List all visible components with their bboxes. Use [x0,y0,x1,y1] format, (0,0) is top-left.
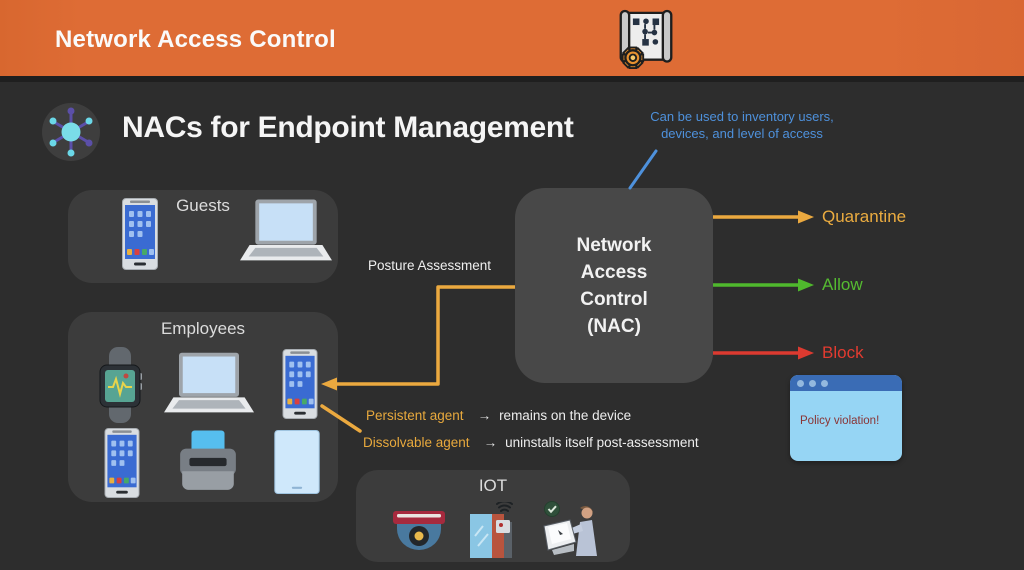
laptop-icon [164,352,254,420]
nac-line: Control [580,288,648,310]
security-camera-icon [392,508,446,556]
allow-label: Allow [822,275,863,294]
smartphone-icon [122,196,158,272]
dissolvable-agent-row: Dissolvable agent → uninstalls itself po… [363,435,699,450]
window-dot [809,379,816,387]
smartphone-icon [104,428,140,498]
employees-label: Employees [160,319,246,338]
printer-icon [178,430,238,494]
arrow-glyph: → [477,408,492,423]
window-dot [797,379,804,387]
page-title: NACs for Endpoint Management [122,111,574,144]
persistent-agent-name: Persistent agent [366,408,464,423]
nac-line: (NAC) [587,315,641,337]
quarantine-label: Quarantine [822,207,907,226]
kiosk-person-icon [540,500,598,558]
guests-group: Guests [68,190,338,283]
iot-group: IOT [356,470,630,562]
nac-node: Network Access Control (NAC) [515,188,713,383]
network-hub-icon [42,103,100,161]
posture-connector [337,285,515,386]
blueprint-gear-icon [617,7,675,73]
block-label: Block [822,343,864,362]
header-bar: Network Access Control [0,0,1024,82]
iot-label: IOT [478,476,508,495]
arrow-glyph: → [483,435,498,450]
smartphone-icon [282,349,318,419]
nac-line: Network [576,234,652,256]
annotation-line [628,149,658,190]
window-dot [821,379,828,387]
dissolvable-agent-desc: uninstalls itself post-assessment [505,435,699,450]
header-title: Network Access Control [55,26,336,53]
window-titlebar [790,375,902,391]
policy-violation-text: Policy violation! [800,415,880,427]
policy-violation-window: Policy violation! [790,375,902,461]
persistent-agent-desc: remains on the device [499,408,632,423]
smart-door-icon [468,500,514,558]
inventory-annotation: Can be used to inventory users, devices,… [650,109,834,141]
laptop-icon [240,199,332,274]
nac-line: Access [580,261,648,283]
guests-label: Guests [176,196,230,215]
tablet-icon [274,430,320,494]
employees-group: Employees [68,312,338,502]
persistent-agent-row: Persistent agent → remains on the device [366,408,631,423]
smartwatch-icon [98,346,142,424]
posture-assessment-label: Posture Assessment [368,258,492,273]
dissolvable-agent-name: Dissolvable agent [363,435,470,450]
